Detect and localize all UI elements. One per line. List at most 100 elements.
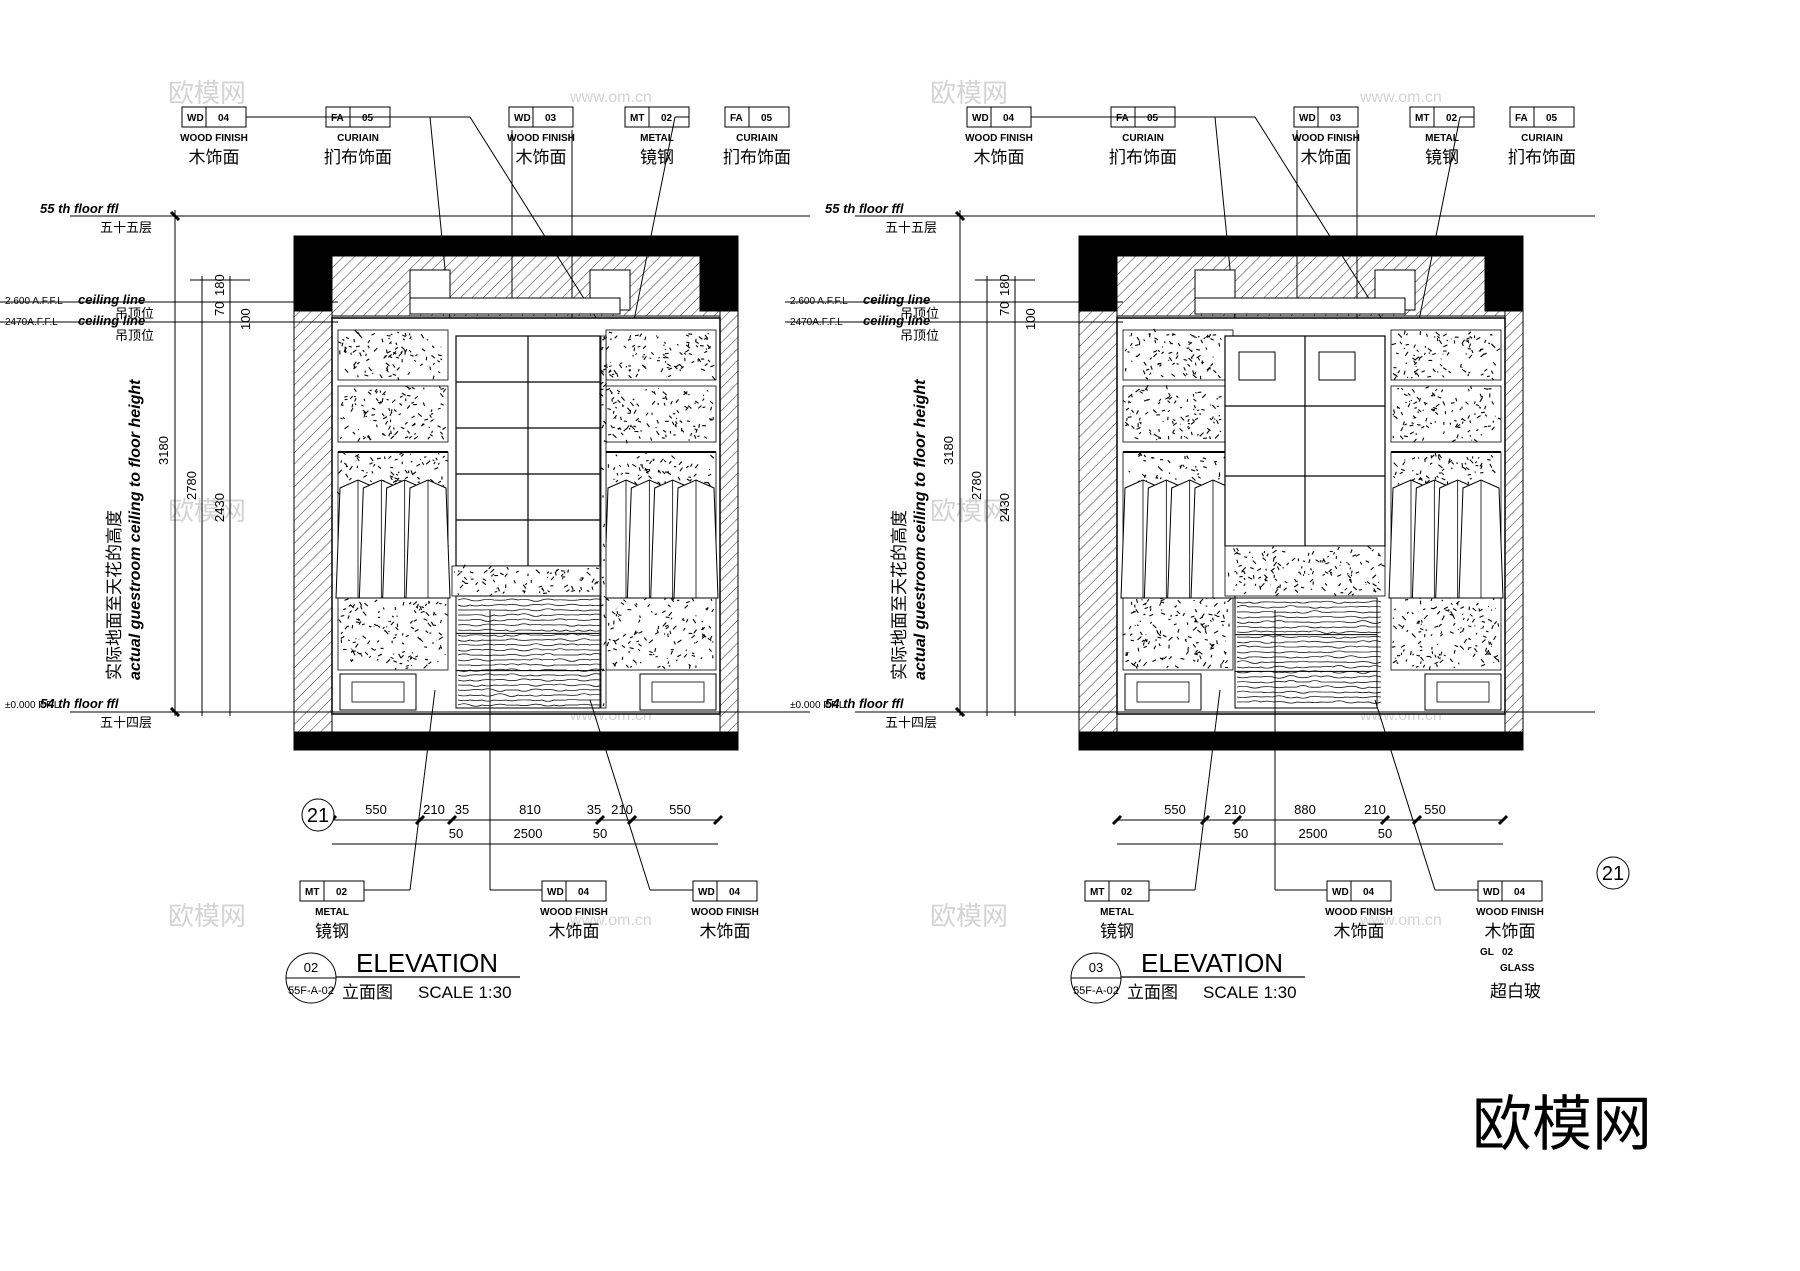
left-wall-section xyxy=(293,310,333,733)
tag-english: WOOD FINISH xyxy=(1476,907,1544,918)
glass-tag-chinese: 超白玻 xyxy=(1490,982,1541,1002)
hanging-clothes xyxy=(603,479,719,599)
vertical-dimension: 2780 xyxy=(969,471,984,500)
tag-box xyxy=(1326,880,1392,902)
dim-tick xyxy=(1111,814,1123,826)
tag-number: 03 xyxy=(1330,113,1342,124)
tag-number: 02 xyxy=(1446,113,1458,124)
tag-english: METAL xyxy=(1425,133,1459,144)
tag-english: WOOD FINISH xyxy=(1325,907,1393,918)
texture-strip xyxy=(599,335,608,709)
drawing-number: 02 xyxy=(304,960,318,975)
marble-speckle xyxy=(599,336,608,707)
dim-tick xyxy=(169,706,181,718)
shelf-texture xyxy=(605,385,717,444)
tag-number: 04 xyxy=(1363,887,1375,898)
horizontal-dimension: 210 xyxy=(1224,802,1246,817)
tag-code: WD xyxy=(187,113,204,124)
level-top-cn: 五十五层 xyxy=(885,221,937,236)
level-top-cn: 五十五层 xyxy=(100,221,152,236)
hanging-clothes xyxy=(1388,479,1504,599)
tag-code: MT xyxy=(1415,113,1429,124)
dim-tick xyxy=(594,814,606,826)
marble-speckle xyxy=(605,331,716,381)
ceiling-line-label-1: ceiling line xyxy=(78,292,145,307)
tag-code: MT xyxy=(630,113,644,124)
tag-code: FA xyxy=(331,113,344,124)
drawer-frame xyxy=(455,595,601,709)
tag-english: CURIAIN xyxy=(337,133,379,144)
section-marker xyxy=(1596,856,1630,890)
ceiling-slab xyxy=(1078,235,1524,257)
texture-frame xyxy=(600,335,607,709)
tag-english: WOOD FINISH xyxy=(691,907,759,918)
vertical-dimension: 3180 xyxy=(941,436,956,465)
right-wall-section xyxy=(1504,255,1524,733)
dim-tick xyxy=(1497,814,1509,826)
vertical-dimension: 180 xyxy=(997,274,1012,296)
left-beam xyxy=(293,255,333,312)
tag-english: METAL xyxy=(1100,907,1134,918)
shelf-texture xyxy=(1122,384,1234,443)
tag-code: WD xyxy=(972,113,989,124)
wood-grain-panel xyxy=(1234,597,1382,709)
vertical-label-cn: 实际地面至天花的高度 xyxy=(105,510,125,680)
tag-box xyxy=(1084,880,1150,902)
tag-box xyxy=(299,880,365,902)
horizontal-dimension: 35 xyxy=(455,802,469,817)
tag-chinese: 木饰面 xyxy=(974,148,1025,168)
tag-code: FA xyxy=(730,113,743,124)
tag-code: FA xyxy=(1116,113,1129,124)
tag-chinese: 镜钢 xyxy=(640,148,674,168)
center-texture xyxy=(1224,545,1386,597)
tag-chinese: 扪布饰面 xyxy=(723,148,791,168)
horizontal-dimension-total: 2500 xyxy=(1299,826,1328,841)
curtain-pelmet xyxy=(409,297,621,315)
ceiling-line-label-2: ceiling line xyxy=(78,313,145,328)
horizontal-dimension: 35 xyxy=(587,802,601,817)
ceiling-line-label-2: ceiling line xyxy=(863,313,930,328)
ceiling-cn-2: 吊顶位 xyxy=(115,329,154,344)
tag-chinese: 木饰面 xyxy=(1485,922,1536,942)
marble-speckle xyxy=(339,385,447,442)
ceiling-level-1: 2.600 A.F.F.L xyxy=(5,296,63,307)
tag-english: METAL xyxy=(315,907,349,918)
texture-frame xyxy=(337,329,449,381)
hanging-clothes xyxy=(335,479,451,599)
horizontal-dimension: 210 xyxy=(1364,802,1386,817)
wood-grain xyxy=(457,598,603,707)
level-top-en: 55 th floor ffl xyxy=(825,201,904,216)
drawer-inset xyxy=(1136,681,1190,703)
storage-box xyxy=(1318,351,1356,381)
tag-box xyxy=(692,880,758,902)
shelf-texture xyxy=(1390,385,1502,443)
shelf-texture xyxy=(1122,328,1234,381)
watermark-text: 欧模网 xyxy=(930,79,1008,109)
texture-frame xyxy=(337,385,449,443)
floor-level: ±0.000 F.F.L xyxy=(790,700,845,711)
horizontal-dimension-total: 50 xyxy=(593,826,607,841)
tag-chinese: 木饰面 xyxy=(549,922,600,942)
watermark-text: 欧模网 xyxy=(930,902,1008,932)
tag-english: WOOD FINISH xyxy=(180,133,248,144)
horizontal-dimension: 880 xyxy=(1294,802,1316,817)
leader-line xyxy=(1194,689,1221,891)
tag-box xyxy=(1477,880,1543,902)
glass-tag-number: 02 xyxy=(1502,947,1514,958)
drawer-inset xyxy=(651,681,705,703)
tag-english: WOOD FINISH xyxy=(965,133,1033,144)
tag-number: 05 xyxy=(1546,113,1558,124)
watermark-text: 欧模网 xyxy=(930,497,1008,527)
vertical-dimension: 180 xyxy=(212,274,227,296)
tag-code: FA xyxy=(1515,113,1528,124)
ceiling-cn-2: 吊顶位 xyxy=(900,329,939,344)
tag-english: METAL xyxy=(640,133,674,144)
tag-english: WOOD FINISH xyxy=(1292,133,1360,144)
texture-frame xyxy=(1122,329,1234,381)
tag-number: 04 xyxy=(729,887,741,898)
